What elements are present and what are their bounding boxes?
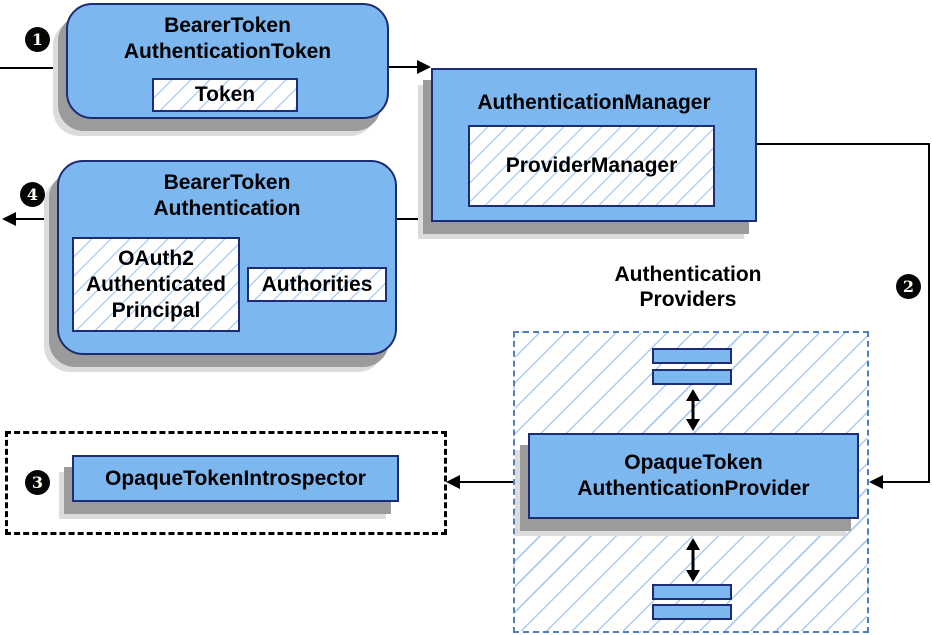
arrowhead-into-authentication-manager (417, 60, 431, 74)
step-2-badge: 2 (896, 274, 921, 299)
step-1-badge: 1 (25, 27, 50, 52)
provider-placeholder-bar-bottom-1 (652, 584, 732, 600)
authentication-outgoing-line (14, 218, 58, 220)
authentication-providers-label: Authentication Providers (564, 262, 812, 312)
bearer-token-authentication-node: BearerToken Authentication OAuth2 Authen… (57, 160, 397, 355)
manager-to-provider-line-vertical (928, 143, 930, 483)
double-arrow-bottom (686, 538, 700, 582)
authorities-label: Authorities (261, 272, 373, 296)
opaque-token-introspector-title: OpaqueTokenIntrospector (105, 466, 366, 490)
opaque-token-authentication-provider-node: OpaqueToken AuthenticationProvider (528, 433, 859, 519)
double-arrow-top-stem (691, 397, 695, 423)
step-4-badge: 4 (20, 182, 45, 207)
provider-manager-field: ProviderManager (468, 125, 715, 207)
arrowhead-into-opaque-provider (869, 475, 883, 489)
bearer-token-authentication-token-line2: AuthenticationToken (123, 40, 332, 63)
arrowhead-into-introspector-group (446, 475, 460, 489)
provider-placeholder-bar-top-1 (652, 348, 732, 364)
opaque-token-authentication-provider-line1: OpaqueToken (624, 451, 763, 474)
provider-manager-label: ProviderManager (505, 154, 678, 177)
step-2-number: 2 (902, 277, 915, 296)
principal-line2: Authenticated (85, 272, 226, 296)
step-3-badge: 3 (25, 470, 50, 495)
token-field-label: Token (194, 83, 256, 106)
arrowhead-down-icon (686, 570, 700, 582)
arrowhead-outgoing-left (2, 212, 16, 226)
token-field: Token (152, 78, 298, 112)
token-to-manager-line (389, 66, 419, 68)
manager-to-provider-line-horizontal (757, 143, 930, 145)
arrowhead-up-icon (686, 538, 700, 550)
provider-placeholder-bar-top-2 (652, 369, 732, 385)
manager-to-provider-line-return (878, 481, 930, 483)
authorities-field: Authorities (247, 267, 387, 302)
principal-line1: OAuth2 (118, 246, 194, 270)
step-3-number: 3 (31, 473, 44, 492)
bearer-token-authentication-line1: BearerToken (163, 171, 291, 194)
authentication-providers-label-line1: Authentication (614, 263, 762, 286)
double-arrow-top (686, 389, 700, 431)
double-arrow-bottom-stem (691, 546, 695, 574)
principal-line3: Principal (111, 298, 201, 322)
manager-to-authentication-line (397, 218, 431, 220)
authentication-providers-label-line2: Providers (639, 288, 737, 311)
introspector-group (5, 431, 447, 535)
oauth2-authenticated-principal-field: OAuth2 Authenticated Principal (72, 237, 240, 332)
authentication-manager-node: AuthenticationManager ProviderManager (431, 68, 757, 222)
provider-to-introspector-line (460, 481, 513, 483)
arrowhead-up-icon (686, 389, 700, 401)
bearer-token-authentication-token-node: BearerToken AuthenticationToken Token (66, 3, 389, 119)
bearer-token-authentication-token-line1: BearerToken (164, 14, 291, 37)
provider-placeholder-bar-bottom-2 (652, 604, 732, 620)
opaque-token-introspector-node: OpaqueTokenIntrospector (72, 455, 399, 502)
bearer-token-authentication-line2: Authentication (153, 197, 301, 220)
opaque-token-authentication-provider-line2: AuthenticationProvider (577, 477, 810, 500)
incoming-request-line (0, 67, 67, 69)
authentication-manager-title: AuthenticationManager (477, 91, 711, 114)
step-1-number: 1 (31, 30, 44, 49)
step-4-number: 4 (26, 185, 39, 204)
arrowhead-down-icon (686, 419, 700, 431)
